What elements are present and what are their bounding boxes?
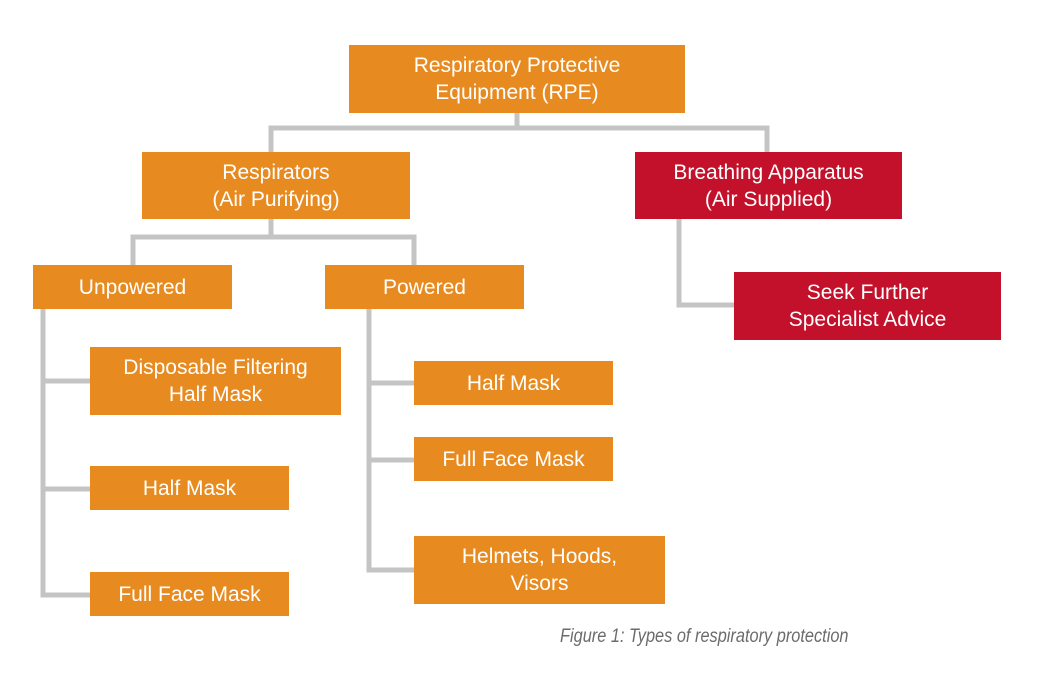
- powered-half-mask-label: Half Mask: [466, 371, 561, 395]
- unpowered-label: Unpowered: [78, 275, 187, 299]
- powered-node: Powered: [325, 265, 524, 309]
- connector-powered-tree: [366, 306, 417, 573]
- connector-unpowered-tree: [40, 306, 93, 598]
- respirators-label-line1: Respirators: [222, 160, 330, 184]
- rpe-label-line2: Equipment (RPE): [435, 81, 599, 104]
- unpowered-half-mask-label: Half Mask: [142, 476, 237, 500]
- disposable-half-mask-label-line1: Disposable Filtering: [123, 356, 308, 379]
- powered-full-face-mask-label: Full Face Mask: [442, 447, 585, 471]
- seek-advice-label-line1: Seek Further: [806, 281, 929, 304]
- disposable-half-mask-node: Disposable Filtering Half Mask: [90, 347, 341, 415]
- respirators-node: Respirators (Air Purifying): [142, 152, 410, 219]
- seek-advice-label-line2: Specialist Advice: [788, 308, 947, 331]
- figure-caption: Figure 1: Types of respiratory protectio…: [560, 626, 849, 647]
- unpowered-node: Unpowered: [33, 265, 232, 309]
- disposable-half-mask-label-line2: Half Mask: [168, 383, 263, 406]
- powered-half-mask-node: Half Mask: [414, 361, 613, 405]
- breathing-apparatus-node: Breathing Apparatus (Air Supplied): [635, 152, 902, 219]
- rpe-label-line1: Respiratory Protective: [413, 54, 621, 77]
- breathing-apparatus-label-line1: Breathing Apparatus: [673, 160, 864, 184]
- powered-full-face-mask-node: Full Face Mask: [414, 437, 613, 481]
- helmets-label-line2: Visors: [510, 572, 569, 595]
- connector-respirators-children: [130, 216, 417, 268]
- rpe-node: Respiratory Protective Equipment (RPE): [349, 45, 685, 113]
- connector-ba-advice: [676, 216, 737, 308]
- powered-label: Powered: [383, 275, 466, 299]
- respirators-label-line2: (Air Purifying): [212, 187, 340, 211]
- connector-rpe-children: [268, 110, 770, 155]
- seek-advice-node: Seek Further Specialist Advice: [734, 272, 1001, 340]
- unpowered-full-face-mask-label: Full Face Mask: [118, 582, 261, 606]
- breathing-apparatus-label-line2: (Air Supplied): [704, 187, 833, 211]
- helmets-label-line1: Helmets, Hoods,: [461, 545, 618, 568]
- unpowered-half-mask-node: Half Mask: [90, 466, 289, 510]
- unpowered-full-face-mask-node: Full Face Mask: [90, 572, 289, 616]
- helmets-hoods-visors-node: Helmets, Hoods, Visors: [414, 536, 665, 604]
